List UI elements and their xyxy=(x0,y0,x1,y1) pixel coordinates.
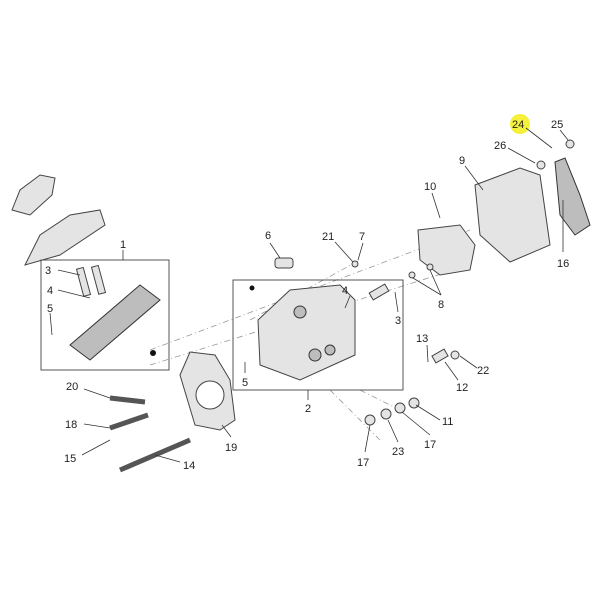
callout-24[interactable]: 24 xyxy=(512,119,524,131)
part-2-cylinder-head xyxy=(232,279,404,400)
callout-4[interactable]: 4 xyxy=(47,285,53,297)
upper-cover-parts xyxy=(11,174,106,266)
callout-6[interactable]: 6 xyxy=(265,230,271,242)
callout-16[interactable]: 16 xyxy=(557,258,569,270)
callout-18[interactable]: 18 xyxy=(65,419,77,431)
callout-22[interactable]: 22 xyxy=(477,365,489,377)
callout-23[interactable]: 23 xyxy=(392,446,404,458)
callout-10[interactable]: 10 xyxy=(424,181,436,193)
callout-17b[interactable]: 17 xyxy=(424,439,436,451)
part-9-valve-cover xyxy=(417,139,591,276)
callout-19[interactable]: 19 xyxy=(225,442,237,454)
callout-3[interactable]: 3 xyxy=(45,265,51,277)
studs xyxy=(109,395,191,473)
callout-labels: 24 25 26 9 10 16 1 3 4 5 6 21 7 4 5 3 2 … xyxy=(45,119,569,472)
small-parts xyxy=(274,257,460,426)
callout-11[interactable]: 11 xyxy=(442,416,453,428)
callout-21[interactable]: 21 xyxy=(322,231,334,243)
callout-17[interactable]: 17 xyxy=(357,457,369,469)
callout-1[interactable]: 1 xyxy=(120,239,126,251)
callout-3b[interactable]: 3 xyxy=(395,315,401,327)
callout-5[interactable]: 5 xyxy=(47,303,53,315)
callout-9[interactable]: 9 xyxy=(459,155,465,167)
callout-5b[interactable]: 5 xyxy=(242,377,248,389)
callout-15[interactable]: 15 xyxy=(64,453,76,465)
leader-lines xyxy=(49,127,569,463)
callout-14[interactable]: 14 xyxy=(183,460,195,472)
callout-25[interactable]: 25 xyxy=(551,119,563,131)
callout-7[interactable]: 7 xyxy=(359,231,365,243)
callout-4b[interactable]: 4 xyxy=(342,285,348,297)
part-19-gasket xyxy=(179,351,236,431)
callout-12[interactable]: 12 xyxy=(456,382,468,394)
callout-26[interactable]: 26 xyxy=(494,140,506,152)
callout-8[interactable]: 8 xyxy=(438,299,444,311)
callout-2[interactable]: 2 xyxy=(305,403,311,415)
callout-highlight xyxy=(510,114,530,134)
callout-13[interactable]: 13 xyxy=(416,333,428,345)
callout-20[interactable]: 20 xyxy=(66,381,78,393)
part-1-assembly xyxy=(40,250,170,371)
